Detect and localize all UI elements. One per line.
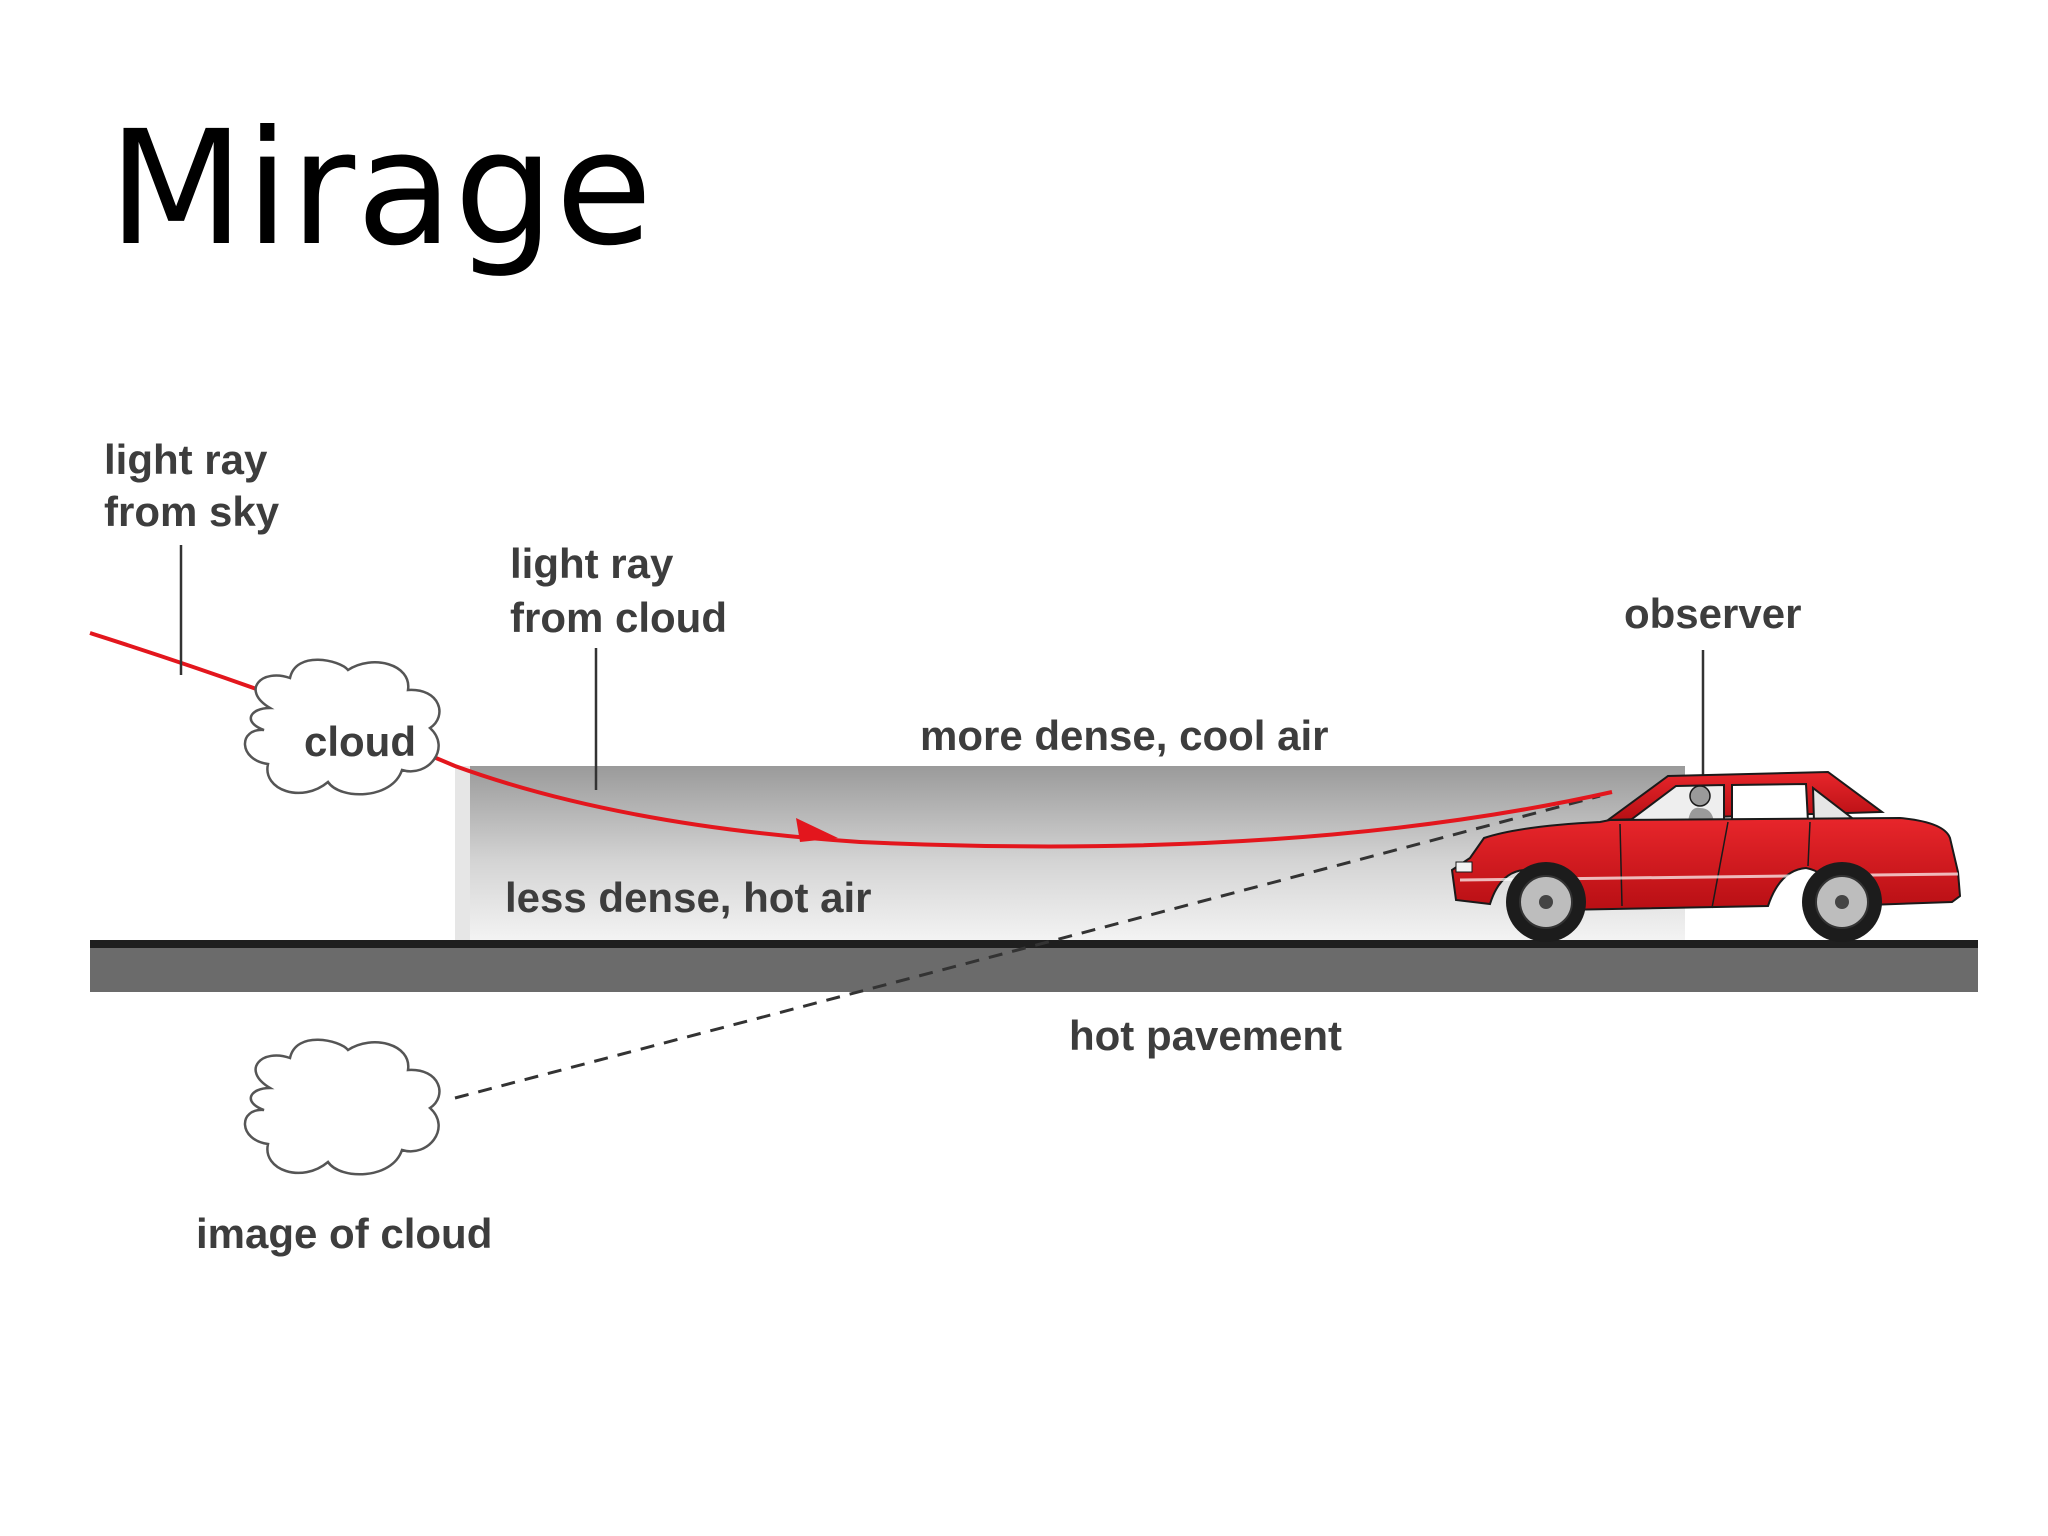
cloud-image-icon	[243, 1038, 441, 1176]
car-door-line-2	[1711, 821, 1729, 909]
label-cloud: cloud	[304, 718, 416, 765]
car-window-rear	[1731, 782, 1810, 823]
label-pavement: hot pavement	[1069, 1012, 1342, 1059]
label-light-ray-sky-2: from sky	[104, 488, 280, 535]
cloud-icon	[243, 658, 441, 796]
car-door-line-3	[1807, 821, 1811, 867]
air-layer-edge	[455, 766, 470, 940]
label-cool-air: more dense, cool air	[920, 712, 1328, 759]
car-icon	[1450, 770, 1962, 942]
label-light-ray-cloud-1: light ray	[510, 540, 674, 587]
front-wheel	[1506, 862, 1586, 942]
label-hot-air: less dense, hot air	[505, 874, 871, 921]
label-observer: observer	[1624, 590, 1801, 637]
label-light-ray-cloud-2: from cloud	[510, 594, 727, 641]
ray-arrowhead	[796, 818, 838, 842]
pavement-edge	[90, 940, 1978, 948]
label-light-ray-sky-1: light ray	[104, 436, 268, 483]
label-image-of-cloud: image of cloud	[196, 1210, 492, 1257]
car-door-line-1	[1619, 823, 1623, 907]
driver-head	[1689, 785, 1711, 807]
page-title: Mirage	[108, 97, 654, 281]
pavement	[90, 942, 1978, 992]
rear-wheel	[1802, 862, 1882, 942]
headlight	[1455, 861, 1473, 873]
